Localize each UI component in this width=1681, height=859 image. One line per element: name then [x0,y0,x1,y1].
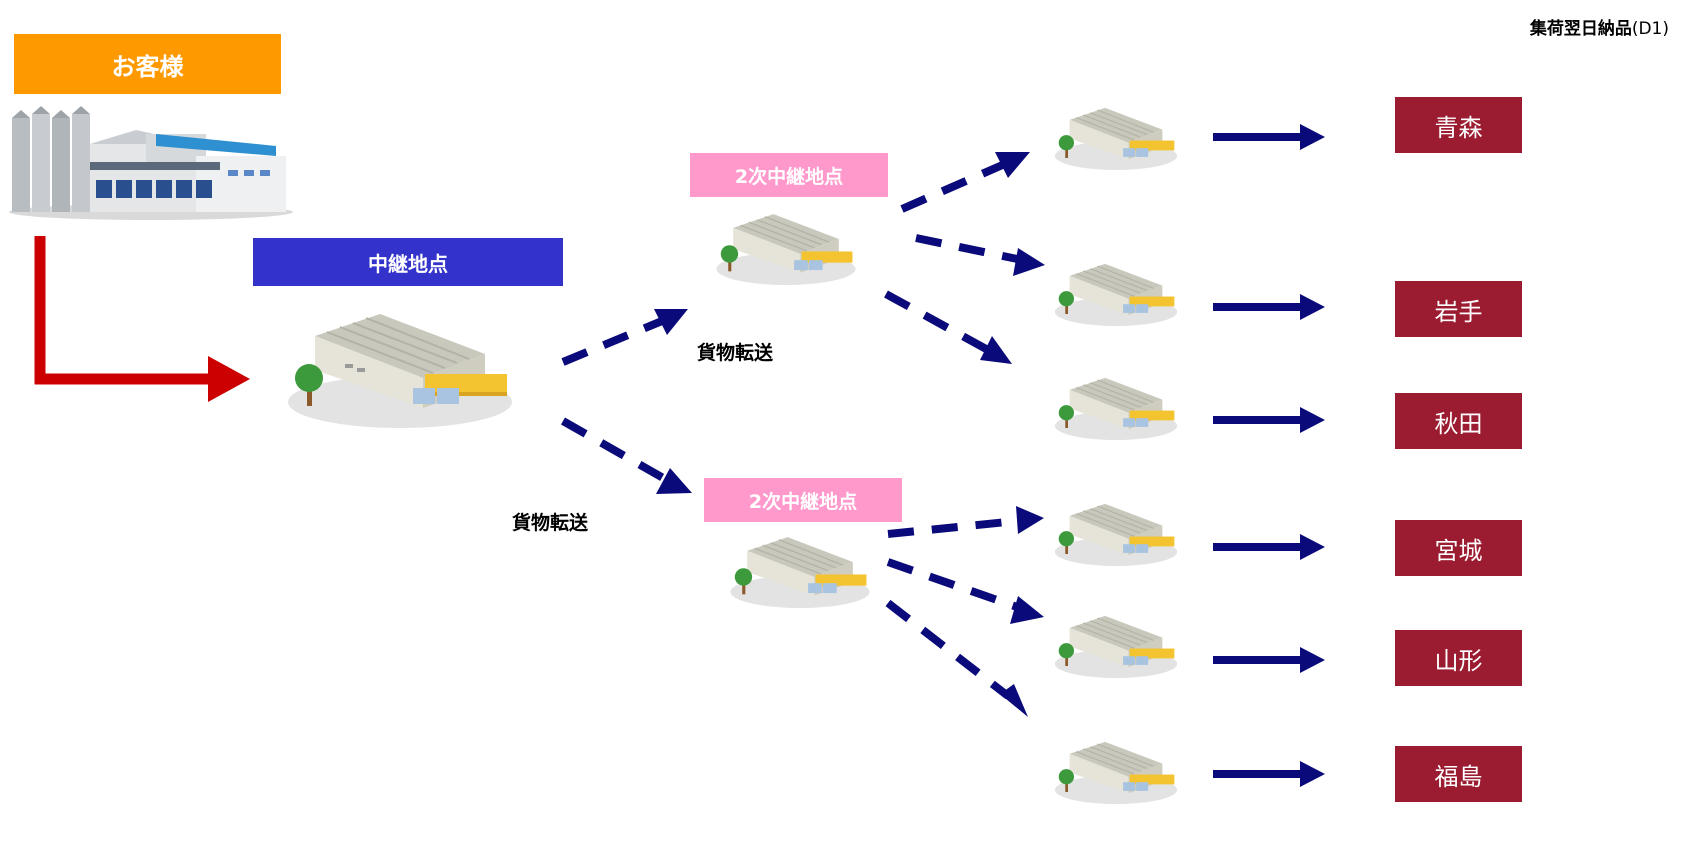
destination-akita: 秋田 [1395,393,1522,449]
warehouse-icon [1054,503,1178,566]
destination-iwate: 岩手 [1395,281,1522,337]
cargo-transfer-label: 貨物転送 [697,342,774,364]
solid-arrow [1213,647,1325,673]
solid-arrow [1213,407,1325,433]
customer-label: お客様 [14,34,281,94]
solid-arrow [1213,124,1325,150]
warehouse-icon [1054,107,1178,170]
title-suffix: (D1) [1631,19,1669,39]
tree-icon [1058,531,1074,554]
warehouse-icon [288,314,512,428]
warehouse-icon [1054,741,1178,804]
solid-arrow [1213,294,1325,320]
solid-arrow [1213,534,1325,560]
destination-aomori: 青森 [1395,97,1522,153]
tree-icon [734,568,753,595]
customer-to-relay-arrow [34,236,250,402]
warehouse-icon [1054,263,1178,326]
tree-icon [1058,135,1074,158]
warehouse-to-destination-arrows [1213,124,1325,787]
warehouse-icon [730,537,870,608]
secondary-bottom-arrowheads [1000,506,1044,717]
solid-arrow [1213,761,1325,787]
destination-fukushima: 福島 [1395,746,1522,802]
destination-miyagi: 宮城 [1395,520,1522,576]
relay-arrowheads [654,309,692,494]
secondary-relay-label: 2次中継地点 [690,153,888,197]
secondary-top-arrows [884,159,1023,354]
warehouse-icon [1054,615,1178,678]
secondary-bottom-arrows [885,517,1022,700]
title-bold: 集荷翌日納品 [1529,19,1632,39]
destination-yamagata: 山形 [1395,630,1522,686]
tree-icon [1058,405,1074,428]
diagram-title: 集荷翌日納品(D1) [1530,14,1669,39]
tree-icon [1058,291,1074,314]
relay-to-secondary-arrows [561,317,667,483]
tree-icon [1058,643,1074,666]
secondary-top-arrowheads [980,152,1045,364]
tree-icon [1058,769,1074,792]
relay-point-label: 中継地点 [253,238,563,286]
warehouse-icon [1054,377,1178,440]
factory-icon [9,106,293,220]
warehouse-icon [716,214,856,285]
tree-icon [295,364,323,406]
cargo-transfer-label: 貨物転送 [512,512,589,534]
secondary-relay-label: 2次中継地点 [704,478,902,522]
tree-icon [720,245,739,272]
